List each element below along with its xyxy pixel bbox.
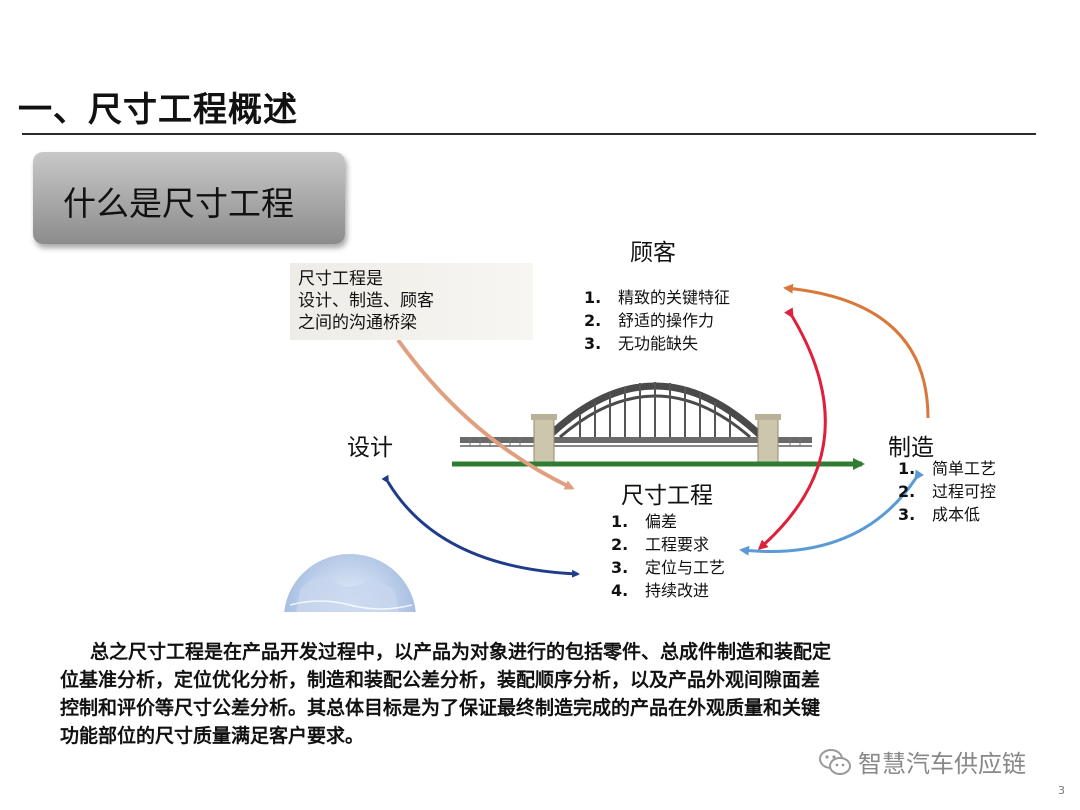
wechat-icon xyxy=(819,748,851,775)
list-text: 工程要求 xyxy=(645,535,710,554)
callout-box: 尺寸工程是 设计、制造、顾客 之间的沟通桥梁 xyxy=(290,263,533,340)
list-number: 1. xyxy=(584,288,602,307)
title-divider xyxy=(22,133,1036,135)
design-dimensional-arrow xyxy=(381,474,580,578)
list-number: 3. xyxy=(898,505,916,524)
summary-paragraph: 总之尺寸工程是在产品开发过程中，以产品为对象进行的包括零件、总成件制造和装配定 … xyxy=(60,638,1035,750)
manufacturing-dimensional-arrow xyxy=(739,469,925,556)
manufacturing-label: 制造 xyxy=(888,435,934,461)
manufacturing-customer-arrow xyxy=(783,283,930,419)
list-number: 2. xyxy=(898,482,916,501)
watermark-text: 智慧汽车供应链 xyxy=(858,750,1026,778)
list-item: 1. 偏差 xyxy=(611,510,725,533)
page-number: 3 xyxy=(1058,784,1065,797)
list-text: 舒适的操作力 xyxy=(618,311,715,330)
list-text: 成本低 xyxy=(932,505,981,524)
list-number: 2. xyxy=(584,311,602,330)
list-item: 2. 舒适的操作力 xyxy=(584,309,730,332)
customer-requirements-list: 1. 精致的关键特征 2. 舒适的操作力 3. 无功能缺失 xyxy=(584,286,730,355)
list-number: 2. xyxy=(611,535,629,554)
list-text: 偏差 xyxy=(645,512,678,531)
customer-label: 顾客 xyxy=(630,240,676,266)
summary-line: 位基准分析，定位优化分析，制造和装配公差分析，装配顺序分析，以及产品外观间隙面差 xyxy=(60,669,821,691)
list-item: 3. 成本低 xyxy=(898,503,996,526)
callout-line: 尺寸工程是 xyxy=(298,269,383,289)
page-title: 一、尺寸工程概述 xyxy=(18,90,298,130)
manufacturing-requirements-list: 1. 简单工艺 2. 过程可控 3. 成本低 xyxy=(898,457,996,526)
list-item: 2. 过程可控 xyxy=(898,480,996,503)
list-item: 1. 简单工艺 xyxy=(898,457,996,480)
callout-line: 设计、制造、顾客 xyxy=(298,291,434,311)
list-text: 持续改进 xyxy=(645,581,710,600)
list-item: 2. 工程要求 xyxy=(611,533,725,556)
list-text: 简单工艺 xyxy=(932,459,997,478)
watermark: 智慧汽车供应链 xyxy=(818,744,1026,779)
list-number: 3. xyxy=(611,558,629,577)
summary-line: 控制和评价等尺寸公差分析。其总体目标是为了保证最终制造完成的产品在外观质量和关键 xyxy=(60,697,821,719)
list-item: 1. 精致的关键特征 xyxy=(584,286,730,309)
list-number: 3. xyxy=(584,334,602,353)
list-text: 精致的关键特征 xyxy=(618,288,731,307)
summary-line: 总之尺寸工程是在产品开发过程中，以产品为对象进行的包括零件、总成件制造和装配定 xyxy=(90,641,832,663)
subtitle-text: 什么是尺寸工程 xyxy=(63,184,294,223)
callout-line: 之间的沟通桥梁 xyxy=(298,313,417,333)
list-item: 3. 无功能缺失 xyxy=(584,332,730,355)
list-item: 3. 定位与工艺 xyxy=(611,556,725,579)
dimensional-engineering-label: 尺寸工程 xyxy=(621,483,713,509)
list-item: 4. 持续改进 xyxy=(611,579,725,602)
list-number: 1. xyxy=(611,512,629,531)
subtitle-box: 什么是尺寸工程 xyxy=(33,152,345,244)
list-text: 定位与工艺 xyxy=(645,558,726,577)
list-number: 1. xyxy=(898,459,916,478)
design-label: 设计 xyxy=(347,435,393,461)
list-text: 无功能缺失 xyxy=(618,334,699,353)
list-text: 过程可控 xyxy=(932,482,997,501)
list-number: 4. xyxy=(611,581,629,600)
summary-line: 功能部位的尺寸质量满足客户要求。 xyxy=(60,725,365,747)
dimensional-engineering-list: 1. 偏差 2. 工程要求 3. 定位与工艺 4. 持续改进 xyxy=(611,510,725,602)
